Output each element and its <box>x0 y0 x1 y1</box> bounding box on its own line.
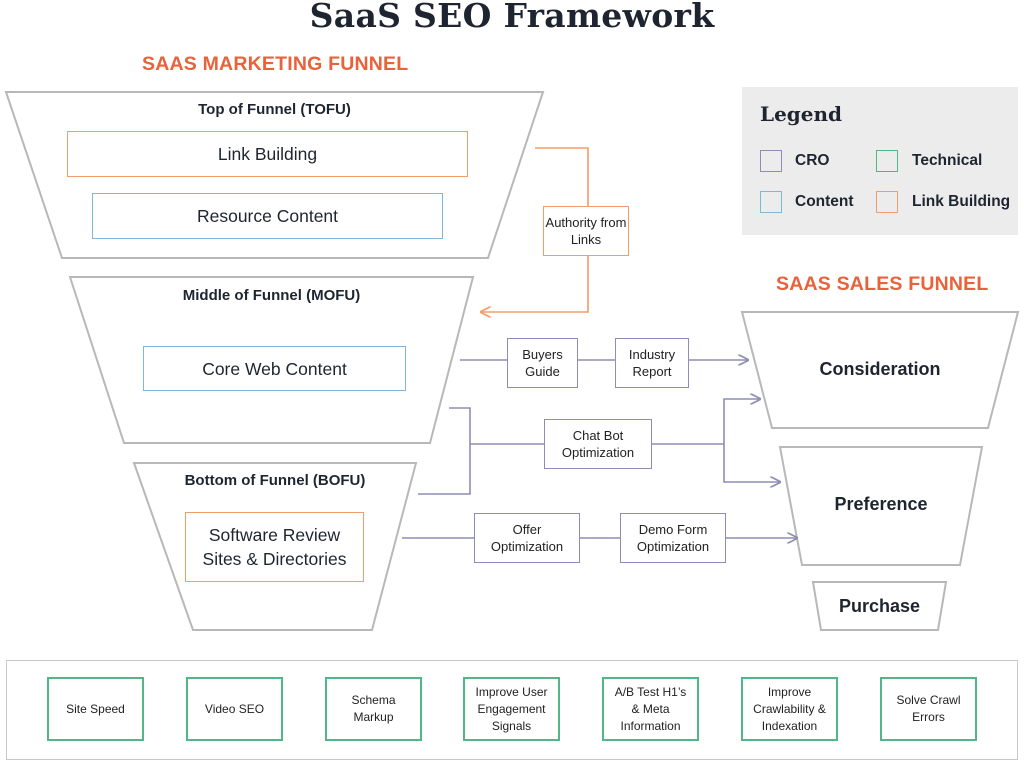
video-seo-box: Video SEO <box>186 677 283 741</box>
chat-bot-optimization-box: Chat Bot Optimization <box>544 419 652 469</box>
crawlability-box: Improve Crawlability & Indexation <box>741 677 838 741</box>
page-title: SaaS SEO Framework <box>309 0 715 35</box>
preference-funnel-shape <box>778 446 984 566</box>
bofu-label: Bottom of Funnel (BOFU) <box>184 472 366 489</box>
preference-label: Preference <box>834 494 928 514</box>
authority-from-links-box: Authority from Links <box>543 206 629 256</box>
schema-markup-box: Schema Markup <box>325 677 422 741</box>
legend-title: Legend <box>760 102 843 126</box>
link-building-box: Link Building <box>67 131 468 177</box>
consideration-label: Consideration <box>819 359 941 379</box>
purchase-funnel-shape <box>811 581 948 631</box>
chatbot-to-preference <box>723 444 780 482</box>
legend-link-building-swatch <box>876 191 898 213</box>
chatbot-left-bracket <box>418 407 471 495</box>
marketing-funnel-heading: SAAS MARKETING FUNNEL <box>142 53 409 75</box>
legend-cro-swatch <box>760 150 782 172</box>
mofu-label: Middle of Funnel (MOFU) <box>182 287 361 304</box>
legend-link-building-label: Link Building <box>912 193 1011 210</box>
purchase-label: Purchase <box>838 596 921 616</box>
user-engagement-box: Improve User Engagement Signals <box>463 677 560 741</box>
chatbot-to-consideration <box>723 399 760 444</box>
legend-content-swatch <box>760 191 782 213</box>
sales-funnel-heading: SAAS SALES FUNNEL <box>776 273 989 295</box>
offer-optimization-box: Offer Optimization <box>474 513 580 563</box>
legend-technical-label: Technical <box>912 152 983 169</box>
legend-content-label: Content <box>795 193 854 210</box>
industry-report-box: Industry Report <box>615 338 689 388</box>
software-review-sites-box: Software Review Sites & Directories <box>185 512 364 582</box>
site-speed-box: Site Speed <box>47 677 144 741</box>
core-web-content-box: Core Web Content <box>143 346 406 391</box>
legend-cro-label: CRO <box>795 152 830 169</box>
legend-technical-swatch <box>876 150 898 172</box>
technical-seo-panel <box>6 660 1018 760</box>
resource-content-box: Resource Content <box>92 193 443 239</box>
tofu-label: Top of Funnel (TOFU) <box>198 101 351 118</box>
buyers-guide-box: Buyers Guide <box>507 338 578 388</box>
crawl-errors-box: Solve Crawl Errors <box>880 677 977 741</box>
demo-form-optimization-box: Demo Form Optimization <box>620 513 726 563</box>
ab-test-h1-box: A/B Test H1’s & Meta Information <box>602 677 699 741</box>
consideration-funnel-shape <box>740 311 1020 429</box>
